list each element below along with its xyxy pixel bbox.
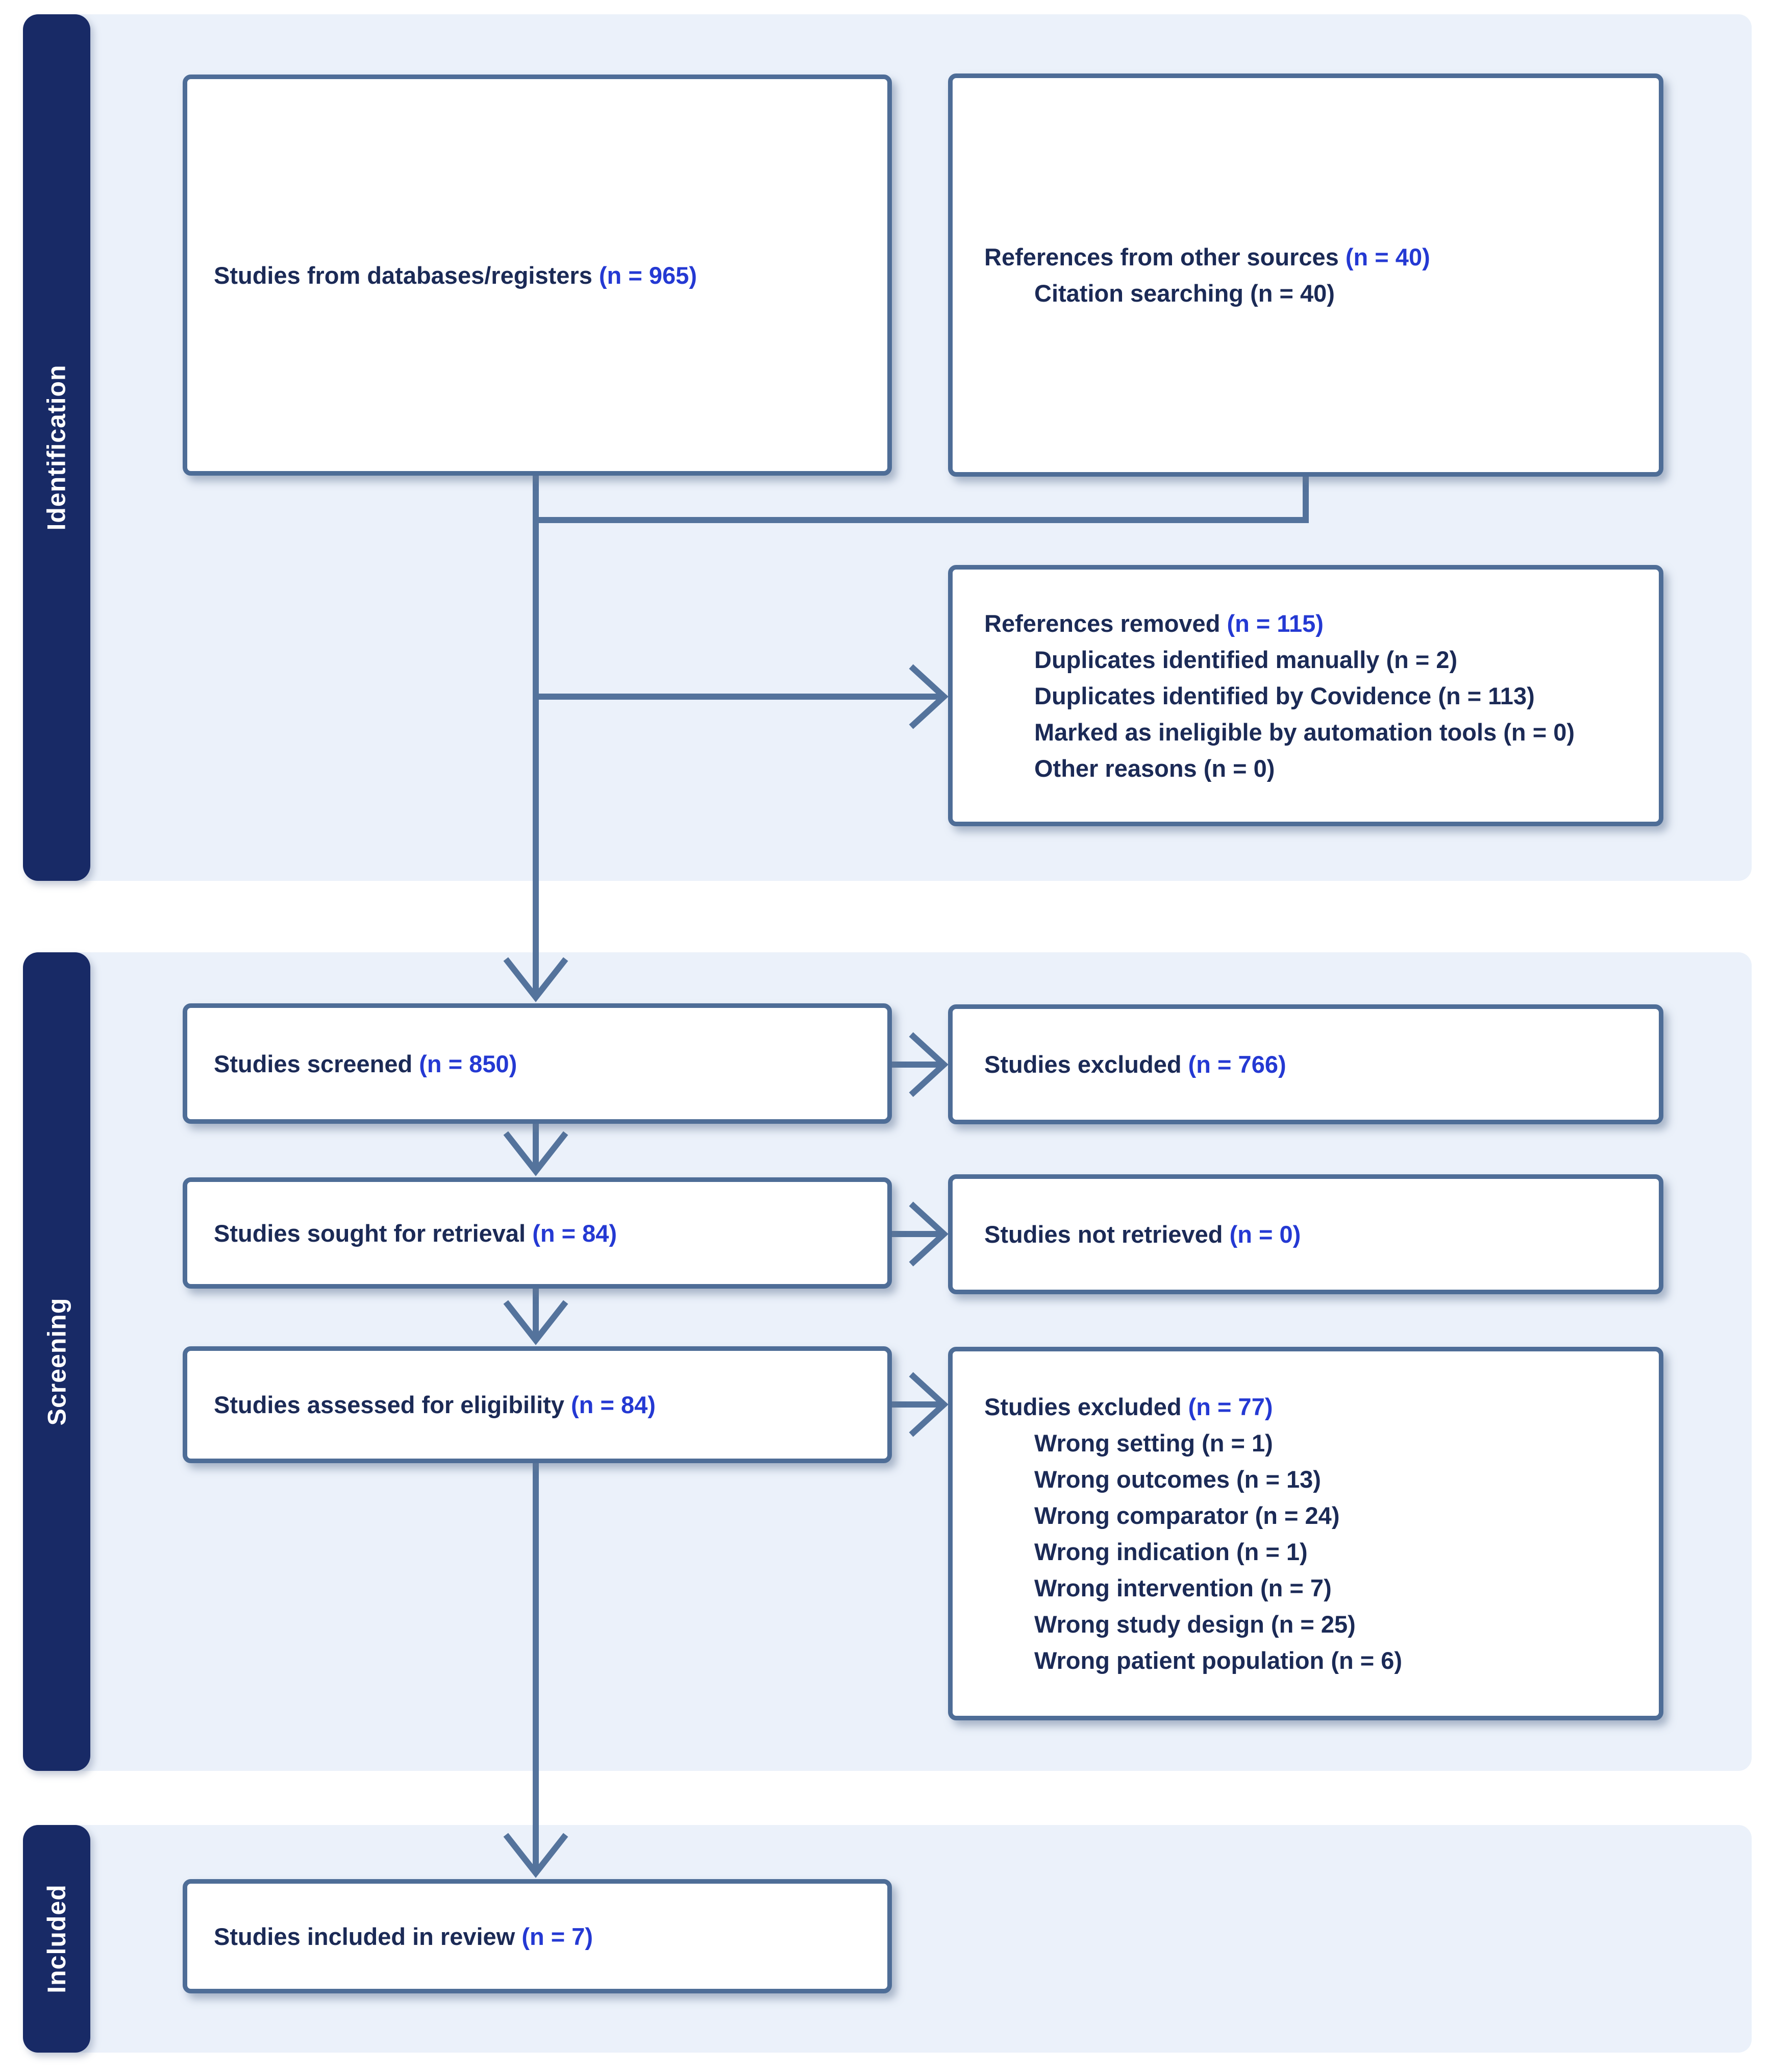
box-subitem: Wrong setting (n = 1): [1034, 1429, 1273, 1457]
box-studies-included-review: Studies included in review (n = 7): [183, 1879, 892, 1993]
arrowhead-into-excluded-screening: [909, 1032, 949, 1097]
box-title-line: References from other sources (n = 40): [984, 239, 1654, 275]
box-studies-screened: Studies screened (n = 850): [183, 1003, 892, 1124]
arrowhead-into-assessed: [503, 1300, 568, 1345]
line-other-sources-merge: [536, 474, 1309, 523]
box-title-line: Studies sought for retrieval (n = 84): [214, 1215, 882, 1251]
sidebar-bar-included: Included: [23, 1825, 90, 2053]
sidebar-bar-screening: Screening: [23, 952, 90, 1771]
arrowhead-into-included: [503, 1833, 568, 1878]
box-studies-sought-retrieval: Studies sought for retrieval (n = 84): [183, 1177, 892, 1289]
box-label: Studies not retrieved: [984, 1221, 1230, 1248]
box-subitem: Wrong intervention (n = 7): [1034, 1574, 1332, 1601]
box-title-line: Studies excluded (n = 766): [984, 1046, 1654, 1082]
box-title-line: Studies screened (n = 850): [214, 1046, 882, 1082]
box-label: Studies assessed for eligibility: [214, 1391, 571, 1418]
box-label: References from other sources: [984, 243, 1346, 270]
box-label: Studies excluded: [984, 1393, 1188, 1420]
arrowhead-into-references-removed: [909, 664, 949, 729]
box-count: (n = 0): [1229, 1221, 1301, 1248]
box-subitem: Duplicates identified by Covidence (n = …: [1034, 682, 1535, 709]
box-subitem: Wrong outcomes (n = 13): [1034, 1466, 1321, 1493]
box-subitem: Wrong patient population (n = 6): [1034, 1647, 1403, 1674]
box-subitem: Marked as ineligible by automation tools…: [1034, 718, 1575, 746]
box-title-line: Studies from databases/registers (n = 96…: [214, 257, 882, 293]
box-count: (n = 850): [419, 1050, 517, 1077]
arrowhead-into-sought: [503, 1131, 568, 1176]
box-label: References removed: [984, 609, 1227, 637]
box-label: Studies screened: [214, 1050, 419, 1077]
arrowhead-into-not-retrieved: [909, 1201, 949, 1267]
box-references-other-sources: References from other sources (n = 40) C…: [948, 73, 1663, 477]
box-count: (n = 84): [532, 1219, 617, 1247]
box-subitem: Citation searching (n = 40): [1034, 280, 1335, 307]
box-label: Studies excluded: [984, 1051, 1188, 1078]
arrowhead-into-excluded-eligibility: [909, 1372, 949, 1437]
box-count: (n = 40): [1345, 243, 1430, 270]
box-subitem: Wrong indication (n = 1): [1034, 1538, 1308, 1565]
box-count: (n = 766): [1188, 1051, 1286, 1078]
box-subitem: Other reasons (n = 0): [1034, 754, 1275, 782]
box-title-line: Studies excluded (n = 77): [984, 1389, 1654, 1425]
arrowhead-into-screened: [503, 957, 568, 1002]
box-count: (n = 84): [571, 1391, 656, 1418]
box-references-removed: References removed (n = 115) Duplicates …: [948, 565, 1663, 826]
box-title-line: Studies assessed for eligibility (n = 84…: [214, 1387, 882, 1423]
box-studies-excluded-eligibility: Studies excluded (n = 77) Wrong setting …: [948, 1347, 1663, 1720]
box-count: (n = 965): [599, 261, 697, 289]
box-title-line: Studies not retrieved (n = 0): [984, 1216, 1654, 1252]
box-title-line: Studies included in review (n = 7): [214, 1918, 882, 1955]
box-count: (n = 115): [1227, 609, 1324, 637]
box-label: Studies included in review: [214, 1922, 522, 1950]
box-studies-assessed-eligibility: Studies assessed for eligibility (n = 84…: [183, 1346, 892, 1463]
sidebar-bar-identification: Identification: [23, 14, 90, 881]
box-label: Studies from databases/registers: [214, 261, 599, 289]
box-subitem: Duplicates identified manually (n = 2): [1034, 646, 1458, 673]
box-studies-not-retrieved: Studies not retrieved (n = 0): [948, 1174, 1663, 1294]
box-subitem: Wrong comparator (n = 24): [1034, 1502, 1340, 1529]
box-count: (n = 7): [521, 1922, 593, 1950]
box-title-line: References removed (n = 115): [984, 605, 1654, 642]
box-studies-databases: Studies from databases/registers (n = 96…: [183, 75, 892, 476]
box-count: (n = 77): [1188, 1393, 1273, 1420]
box-studies-excluded-screening: Studies excluded (n = 766): [948, 1004, 1663, 1124]
box-label: Studies sought for retrieval: [214, 1219, 533, 1247]
box-subitem: Wrong study design (n = 25): [1034, 1611, 1356, 1638]
